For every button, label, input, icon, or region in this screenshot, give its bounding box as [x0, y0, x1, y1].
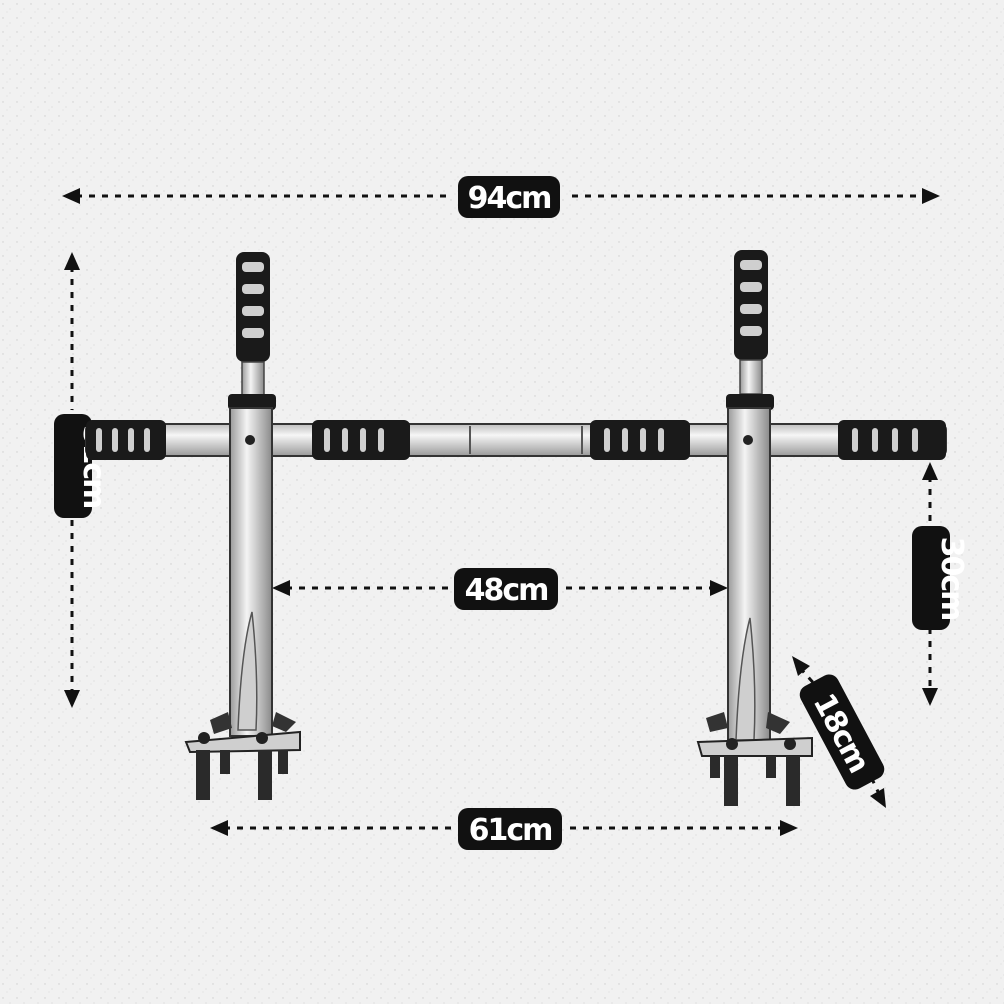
grip-right-inner	[590, 420, 690, 460]
label-94cm: 94cm	[468, 181, 551, 216]
dimension-61cm: 61cm	[210, 808, 798, 850]
label-48cm: 48cm	[465, 573, 548, 608]
label-30cm: 30cm	[934, 537, 969, 620]
grip-left-inner	[312, 420, 410, 460]
horizontal-bar	[85, 423, 947, 457]
right-post	[726, 250, 774, 749]
dimension-30cm: 30cm	[912, 462, 969, 706]
grip-right-end	[838, 420, 946, 460]
label-61cm: 61cm	[469, 813, 552, 848]
dimension-94cm: 94cm	[62, 176, 940, 218]
dimension-48cm: 48cm	[272, 568, 728, 610]
right-mount-bracket	[696, 712, 813, 806]
grip-left-end	[86, 420, 166, 460]
left-post	[228, 252, 276, 737]
left-mount-bracket	[184, 712, 301, 800]
